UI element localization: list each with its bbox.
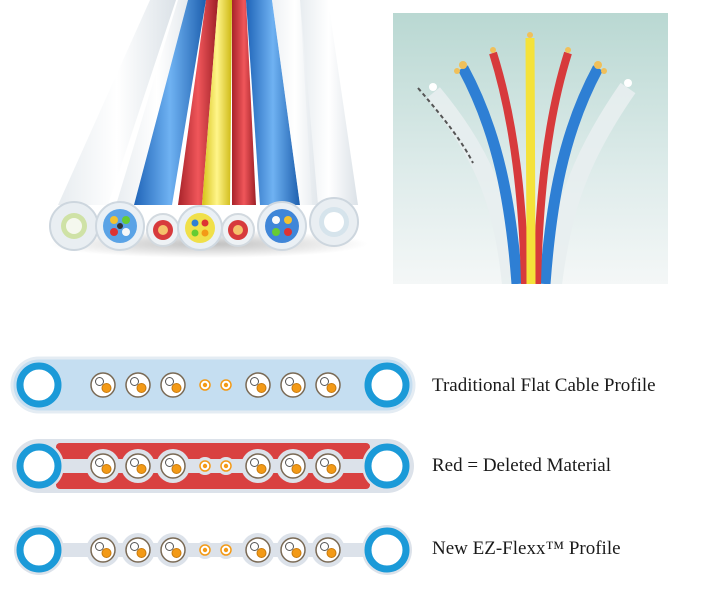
conductor-pair [241,533,275,567]
small-conductor [217,457,235,475]
conductor-pair [245,372,271,398]
tube-left [16,362,62,408]
tube-left [14,525,64,575]
small-conductor [196,541,214,559]
conductor-pair [276,449,310,483]
conductor-pair [125,372,151,398]
flat-cable-cross-section-illustration [48,0,368,258]
traditional-flat-cable-profile-diagram [10,356,416,414]
tube-right [362,525,412,575]
ez-flexx-profile-diagram [14,525,412,575]
conductor-pair [121,449,155,483]
conductor-pair [276,533,310,567]
small-conductor [220,379,232,391]
conductor-pair [121,533,155,567]
traditional-profile-label: Traditional Flat Cable Profile [432,375,656,396]
conductor-pairs [86,449,345,483]
fanned-cable-illustration [393,13,668,284]
tube-right [362,441,412,491]
small-conductor [217,541,235,559]
ez-flexx-profile-label: New EZ-Flexx™ Profile [432,538,621,559]
tube-right [364,362,410,408]
conductor-pair [241,449,275,483]
flat-cable-cross-section-photo [38,0,375,262]
tube-left [14,441,64,491]
fanned-cable-photo [393,13,668,284]
conductor-pair [311,533,345,567]
conductor-pair [86,449,120,483]
conductor-pair [160,372,186,398]
conductor-pair [311,449,345,483]
conductor-pair [156,533,190,567]
conductor-pairs [90,372,341,398]
conductor-pair [156,449,190,483]
conductor-pair [90,372,116,398]
small-conductor [196,457,214,475]
deleted-material-profile-diagram [12,439,414,493]
flat-jacket [10,356,416,414]
deleted-material-label: Red = Deleted Material [432,455,612,476]
conductor-pair [280,372,306,398]
conductor-pair [315,372,341,398]
conductor-pairs [86,533,345,567]
conductor-pair [86,533,120,567]
small-conductor [199,379,211,391]
